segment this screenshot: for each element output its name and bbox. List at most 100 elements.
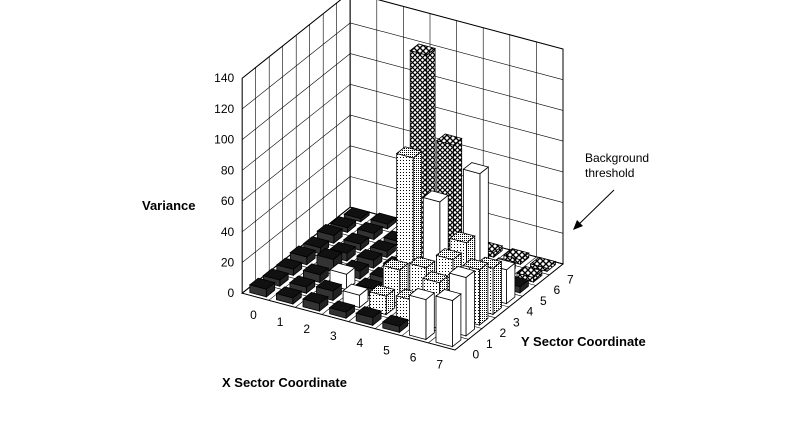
bar-top-face bbox=[343, 232, 370, 245]
bar-top-face bbox=[408, 288, 436, 301]
annotation-arrow-line bbox=[575, 189, 615, 228]
bar-side-face bbox=[492, 260, 502, 316]
bar-top-face bbox=[329, 216, 357, 229]
y-tick-label: 3 bbox=[513, 315, 520, 329]
x-axis-title: X Sector Coordinate bbox=[222, 375, 347, 390]
x-tick-label: 1 bbox=[277, 315, 284, 329]
x-tick-label: 0 bbox=[250, 308, 257, 322]
bar-x2-y0 bbox=[302, 291, 329, 312]
bar-top-face bbox=[329, 241, 357, 254]
y-tick-label: 1 bbox=[486, 337, 493, 351]
bar-top-face bbox=[422, 190, 450, 203]
bar-x6-y0 bbox=[408, 288, 436, 341]
bar-top-face bbox=[516, 265, 543, 278]
bar-x0-y7 bbox=[343, 207, 371, 223]
bar-top-face bbox=[343, 207, 371, 220]
bar-top-face bbox=[395, 146, 423, 159]
bar-top-face bbox=[435, 289, 462, 301]
bar-top-face bbox=[382, 258, 409, 271]
bar-side-face bbox=[465, 269, 475, 337]
y-axis-title: Y Sector Coordinate bbox=[521, 334, 646, 349]
z-tick-label: 80 bbox=[221, 163, 235, 177]
x-tick-label: 7 bbox=[436, 357, 443, 371]
bar-x7-y7 bbox=[529, 256, 557, 273]
bar-front-face bbox=[435, 295, 453, 348]
bar-x1-y7 bbox=[370, 212, 397, 230]
x-tick-label: 2 bbox=[303, 322, 310, 336]
x-tick-label: 3 bbox=[330, 329, 337, 343]
bar-x6-y7 bbox=[503, 248, 530, 266]
x-tick-label: 5 bbox=[383, 343, 390, 357]
bar-x0-y4 bbox=[302, 236, 330, 255]
bar-top-face bbox=[435, 133, 463, 146]
bar-top-face bbox=[529, 256, 557, 269]
bar-x1-y6 bbox=[356, 221, 384, 241]
z-tick-label: 120 bbox=[214, 102, 234, 116]
background-threshold-annotation: Background threshold bbox=[573, 151, 649, 230]
bar-side-face bbox=[425, 292, 435, 341]
bar-top-face bbox=[302, 291, 329, 304]
z-tick-label: 100 bbox=[214, 133, 234, 147]
bar-top-face bbox=[422, 271, 449, 284]
x-floor-gridline bbox=[454, 263, 564, 351]
bar-x5-y0 bbox=[381, 314, 409, 334]
bar-side-face bbox=[479, 262, 489, 326]
bar-top-face bbox=[408, 256, 436, 269]
bar-top-face bbox=[328, 300, 356, 313]
y-tick-label: 6 bbox=[553, 283, 560, 297]
bar-top-face bbox=[316, 223, 344, 236]
bar-top-face bbox=[355, 306, 382, 319]
bar-top-face bbox=[302, 236, 330, 249]
z-tick-label: 0 bbox=[228, 286, 235, 300]
bar-top-face bbox=[503, 248, 530, 261]
bar-top-face bbox=[355, 277, 383, 290]
y-tick-label: 7 bbox=[567, 272, 574, 286]
bar-x2-y1 bbox=[315, 279, 343, 302]
bar-x0-y2 bbox=[275, 257, 303, 277]
bar-front-face bbox=[408, 294, 427, 341]
bar-top-face bbox=[289, 275, 316, 288]
z-tick-label: 40 bbox=[221, 225, 235, 239]
bar-top-face bbox=[356, 248, 383, 261]
bar-top-face bbox=[368, 284, 396, 297]
bar-x1-y0 bbox=[275, 286, 303, 305]
annotation-line-1: Background bbox=[585, 151, 649, 165]
annotation-line-2: threshold bbox=[585, 166, 634, 180]
bar-top-face bbox=[462, 258, 489, 271]
x-tick-label: 6 bbox=[410, 350, 417, 364]
bar-x0-y0 bbox=[248, 277, 276, 298]
bar-x7-y6 bbox=[516, 265, 543, 283]
y-tick-label: 5 bbox=[540, 294, 547, 308]
z-axis-title: Variance bbox=[142, 198, 196, 213]
bar-x4-y0 bbox=[355, 306, 382, 327]
bar-top-face bbox=[248, 277, 276, 290]
bar-top-face bbox=[369, 239, 397, 252]
bar-top-face bbox=[275, 257, 303, 270]
bar-top-face bbox=[262, 268, 290, 281]
bar-top-face bbox=[275, 286, 303, 299]
y-tick-label: 2 bbox=[499, 326, 506, 340]
bar-x0-y5 bbox=[316, 223, 344, 245]
bar-top-face bbox=[289, 245, 317, 258]
bar-top-face bbox=[329, 262, 356, 275]
bar-x0-y6 bbox=[329, 216, 357, 234]
bar-top-face bbox=[448, 265, 476, 278]
z-tick-label: 60 bbox=[221, 194, 235, 208]
z-tick-label: 20 bbox=[221, 256, 235, 270]
bar-top-face bbox=[435, 248, 463, 261]
bar-x2-y4 bbox=[356, 248, 383, 269]
bar-top-face bbox=[302, 263, 330, 276]
bar-x7-y0 bbox=[435, 289, 462, 348]
bar-x1-y2 bbox=[302, 263, 330, 284]
bar-x1-y1 bbox=[289, 275, 316, 295]
bar-top-face bbox=[381, 314, 409, 327]
bar-x0-y1 bbox=[262, 268, 290, 288]
bar-top-face bbox=[356, 221, 384, 234]
y-tick-label: 4 bbox=[526, 305, 533, 319]
y-tick-label: 0 bbox=[472, 348, 479, 362]
x-tick-label: 4 bbox=[357, 336, 364, 350]
bar-top-face bbox=[449, 231, 476, 244]
z-gridline-left bbox=[242, 0, 341, 79]
